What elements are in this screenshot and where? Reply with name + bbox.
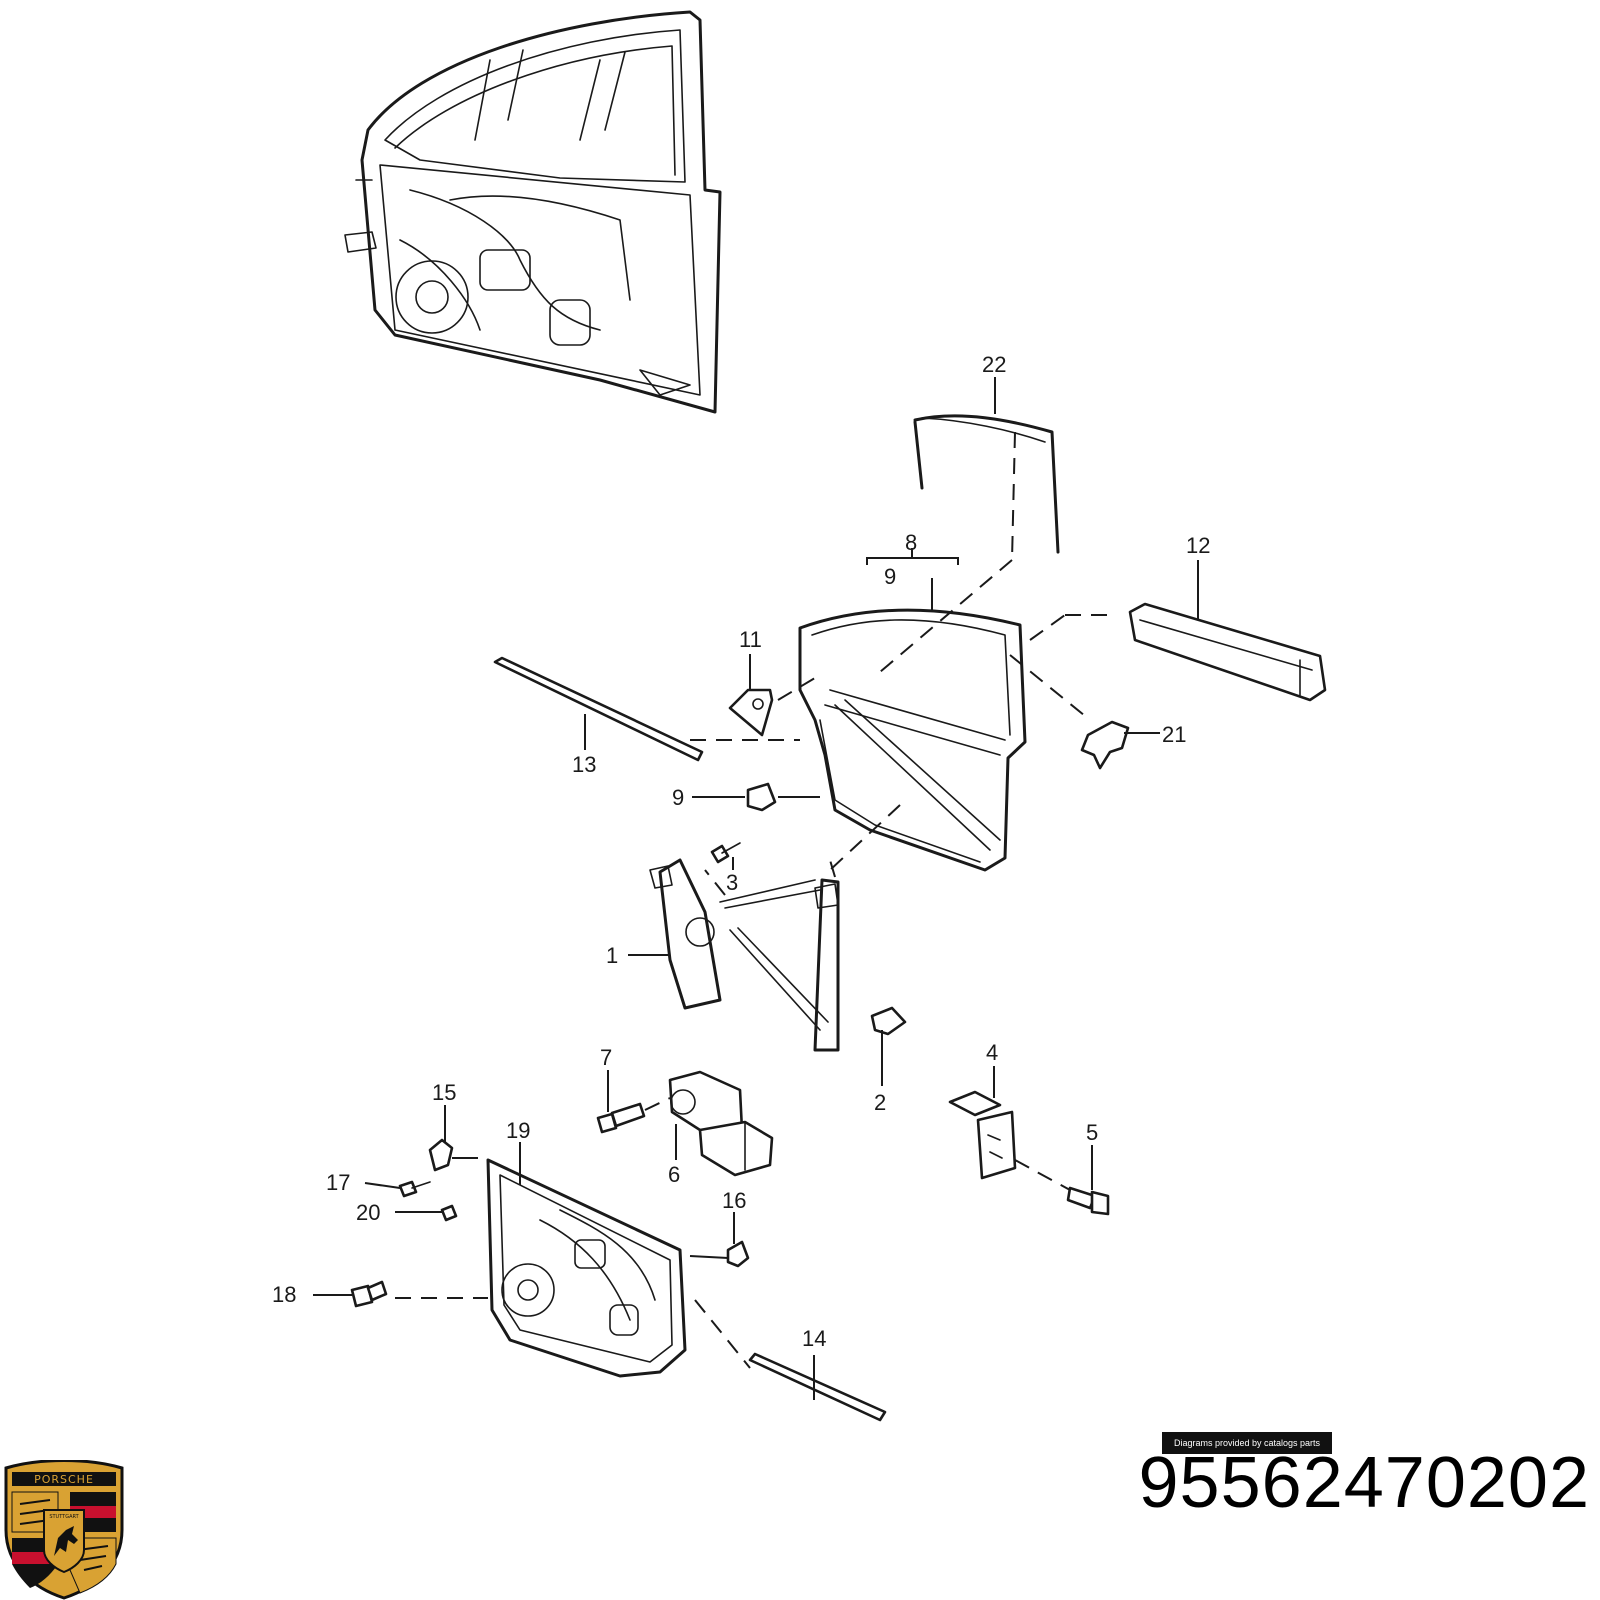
diagram-credit-label: Diagrams provided by catalogs parts — [1162, 1432, 1332, 1454]
callout-2: 2 — [874, 1090, 886, 1115]
callout-6: 6 — [668, 1162, 680, 1187]
callout-1: 1 — [606, 943, 618, 968]
logo-brand-text: PORSCHE — [34, 1473, 94, 1486]
bracket-4 — [948, 1090, 1071, 1191]
screw-3 — [710, 842, 741, 864]
bracket-11 — [728, 674, 821, 737]
window-frame-8 — [798, 608, 1115, 872]
callout-19: 19 — [506, 1118, 530, 1143]
callout-21: 21 — [1162, 722, 1186, 747]
callout-8: 8 — [905, 530, 917, 555]
callout-3: 3 — [726, 870, 738, 895]
trim-strip-14 — [748, 1352, 887, 1422]
screw-17 — [398, 1180, 431, 1198]
brand-crest-logo: PORSCHE STUTTGART — [4, 1460, 124, 1600]
bolt-5 — [1066, 1186, 1110, 1216]
window-regulator-1 — [649, 858, 840, 1052]
bracket-15 — [428, 1138, 478, 1172]
bolt-18 — [350, 1280, 388, 1308]
logo-city-text: STUTTGART — [49, 1514, 79, 1520]
callout-16: 16 — [722, 1188, 746, 1213]
leader-lines — [313, 377, 1199, 1400]
motor-6 — [668, 1070, 774, 1177]
callout-labels: 22 8 9 12 11 21 13 9 3 1 2 4 7 15 19 6 5… — [272, 352, 1210, 1351]
guide-channel-12 — [1128, 602, 1327, 702]
callout-18: 18 — [272, 1282, 296, 1307]
bracket-16 — [689, 1240, 750, 1268]
callout-4: 4 — [986, 1040, 998, 1065]
clip-2 — [870, 1006, 907, 1036]
window-seal-22 — [879, 414, 1060, 673]
bracket-21 — [1080, 720, 1130, 770]
screw-20 — [440, 1204, 458, 1222]
callout-15: 15 — [432, 1080, 456, 1105]
callout-7: 7 — [600, 1045, 612, 1070]
callout-11: 11 — [739, 627, 762, 652]
door-shell-drawing — [344, 10, 722, 414]
bolt-7 — [596, 1097, 671, 1134]
callout-22: 22 — [982, 352, 1006, 377]
callout-14: 14 — [802, 1326, 826, 1351]
callout-5: 5 — [1086, 1120, 1098, 1145]
callout-20: 20 — [356, 1200, 380, 1225]
door-panel-19 — [395, 1158, 751, 1378]
callout-12: 12 — [1186, 533, 1210, 558]
callout-13: 13 — [572, 752, 596, 777]
callout-9-frame: 9 — [884, 564, 896, 589]
callout-17: 17 — [326, 1170, 350, 1195]
part-number: 95562470202 — [1138, 1443, 1590, 1523]
clip-9 — [746, 782, 820, 812]
callout-9-clip: 9 — [672, 785, 684, 810]
trim-strip-13 — [493, 656, 800, 762]
